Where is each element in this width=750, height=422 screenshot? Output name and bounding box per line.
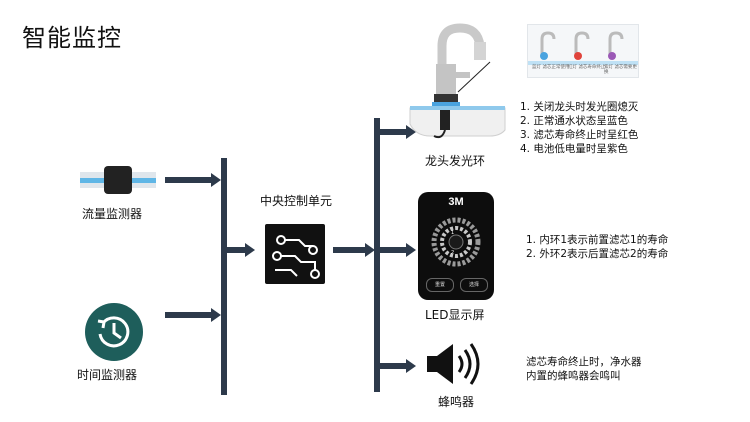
connector-flow bbox=[165, 177, 213, 183]
buzzer bbox=[425, 342, 481, 386]
central-unit bbox=[265, 224, 325, 284]
filter-life-rings-icon bbox=[431, 217, 481, 267]
buzzer-notes: 滤芯寿命终止时，净水器 内置的蜂鸣器会鸣叫 bbox=[526, 355, 642, 383]
thumb-purple bbox=[608, 31, 624, 60]
arrow-head-time bbox=[211, 308, 221, 322]
buzzer-note-2: 内置的蜂鸣器会鸣叫 bbox=[526, 370, 621, 382]
faucet-color-thumbs bbox=[528, 31, 638, 65]
clock-history-icon bbox=[85, 303, 143, 361]
arrow-head-buzzer bbox=[406, 359, 416, 373]
flow-sensor bbox=[80, 164, 156, 196]
thumb-blue bbox=[540, 31, 556, 60]
circuit-chip-icon bbox=[265, 224, 325, 284]
output-bus bbox=[374, 118, 380, 392]
faucet-icon bbox=[409, 23, 506, 139]
thumb-red-label: 红灯 滤芯寿命终止 bbox=[568, 65, 606, 70]
arrow-head-cpu bbox=[245, 243, 255, 257]
display-note-1: 1. 内环1表示前置滤芯1的寿命 bbox=[526, 234, 669, 246]
faucet-ring-label: 龙头发光环 bbox=[425, 154, 486, 168]
reset-button[interactable]: 重置 bbox=[426, 278, 454, 292]
faucet-notes: 1. 关闭龙头时发光圈熄灭 2. 正常通水状态呈蓝色 3. 滤芯寿命终止时呈红色… bbox=[520, 100, 638, 156]
faucet-note-4: 4. 电池低电量时呈紫色 bbox=[520, 143, 628, 155]
faucet-note-3: 3. 滤芯寿命终止时呈红色 bbox=[520, 129, 639, 141]
central-unit-label: 中央控制单元 bbox=[260, 194, 333, 208]
ring-inner-label: 1 bbox=[451, 230, 455, 236]
buzzer-label: 蜂鸣器 bbox=[438, 395, 475, 409]
connector-display bbox=[380, 247, 408, 253]
select-button[interactable]: 选择 bbox=[460, 278, 488, 292]
input-bus bbox=[221, 158, 227, 395]
connector-buzzer bbox=[380, 363, 408, 369]
arrow-head-faucet bbox=[406, 125, 416, 139]
led-display-label: LED显示屏 bbox=[425, 308, 485, 322]
arrow-head-flow bbox=[211, 173, 221, 187]
faucet-color-panel: 蓝灯 滤芯正常使用 红灯 滤芯寿命终止 紫灯 滤芯需要更换 bbox=[527, 24, 639, 78]
faucet-note-2: 2. 正常通水状态呈蓝色 bbox=[520, 115, 628, 127]
display-notes: 1. 内环1表示前置滤芯1的寿命 2. 外环2表示后置滤芯2的寿命 bbox=[526, 233, 668, 261]
arrow-head-display bbox=[406, 243, 416, 257]
faucet-illustration bbox=[409, 23, 506, 144]
flow-sensor-label: 流量监测器 bbox=[82, 207, 143, 221]
connector-cpu-out bbox=[333, 247, 367, 253]
connector-to-cpu bbox=[227, 247, 247, 253]
buzzer-note-1: 滤芯寿命终止时，净水器 bbox=[526, 356, 642, 368]
faucet-note-1: 1. 关闭龙头时发光圈熄灭 bbox=[520, 101, 639, 113]
arrow-head-cpu-out bbox=[365, 243, 375, 257]
thumb-blue-label: 蓝灯 滤芯正常使用 bbox=[532, 65, 570, 70]
led-display-device: 3M 1 2 重置 选择 bbox=[418, 192, 494, 300]
thumb-purple-label: 紫灯 滤芯需要更换 bbox=[604, 65, 637, 75]
page-title: 智能监控 bbox=[22, 24, 122, 52]
speaker-icon bbox=[427, 343, 480, 385]
flow-sensor-icon bbox=[80, 166, 156, 194]
display-note-2: 2. 外环2表示后置滤芯2的寿命 bbox=[526, 248, 669, 260]
thumb-red bbox=[574, 31, 590, 60]
time-sensor bbox=[85, 303, 143, 361]
time-sensor-label: 时间监测器 bbox=[77, 368, 138, 382]
connector-time bbox=[165, 312, 213, 318]
brand-logo: 3M bbox=[448, 196, 464, 208]
connector-faucet bbox=[380, 129, 408, 135]
ring-outer-label: 2 bbox=[451, 250, 455, 256]
